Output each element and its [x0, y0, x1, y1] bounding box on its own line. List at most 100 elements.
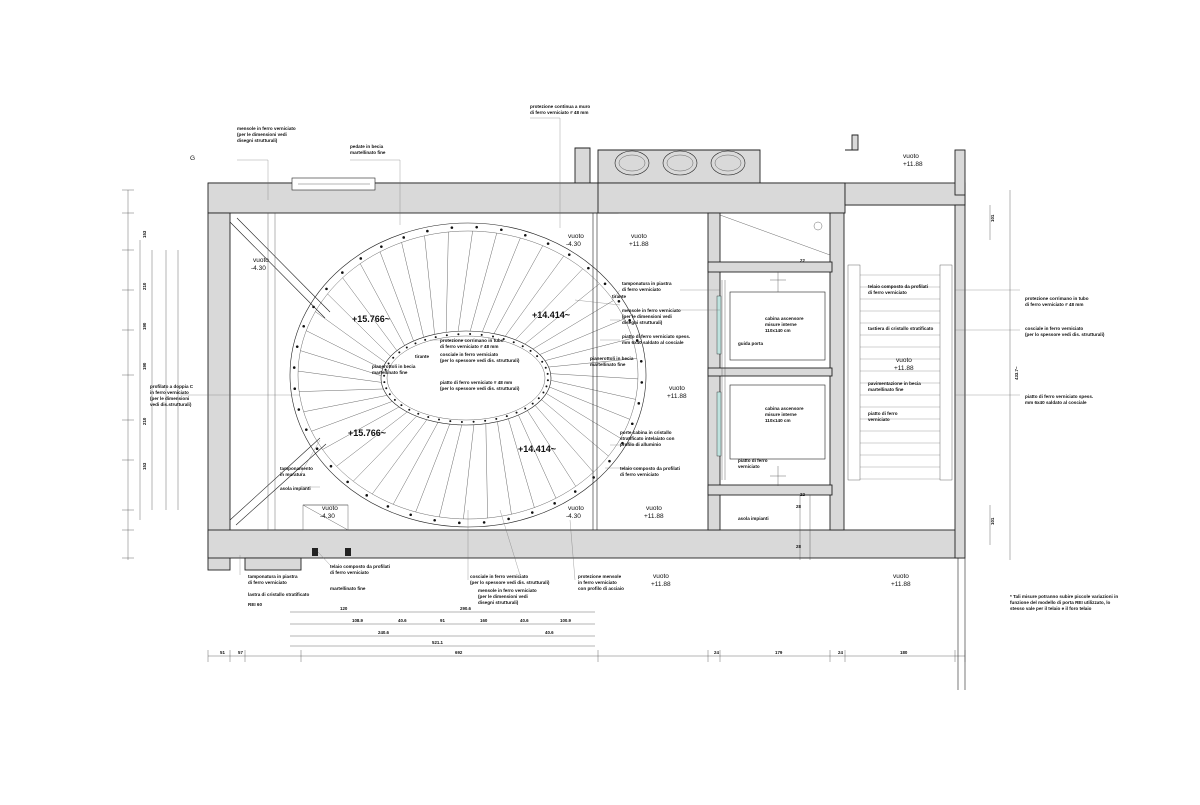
dim-right-small: 101	[990, 214, 995, 222]
stair-tread	[527, 410, 576, 487]
note-line: 110x140 cm	[765, 418, 791, 423]
railing-post	[426, 229, 429, 233]
inner-railing-post	[387, 362, 390, 365]
level-vuoto-top-stair: vuoto	[568, 233, 584, 240]
note-line: pianerottoli in becia	[372, 364, 416, 369]
note-line: (per le dimensioni	[150, 396, 189, 401]
level-vuoto-lowmid: vuoto	[646, 505, 662, 512]
dim-right-small: 101	[990, 517, 995, 525]
note-line: (per lo spessore vedi dis. strutturali)	[440, 358, 520, 363]
railing-post	[475, 225, 478, 229]
walls	[207, 134, 966, 690]
note-line: mm 6x40 saldato al cosciale	[622, 340, 684, 345]
note-line: pedate in becia	[350, 144, 384, 149]
stair-tread	[327, 293, 391, 357]
railing-post	[295, 345, 299, 348]
railing-post	[315, 447, 319, 450]
note-line: di ferro verniciato	[248, 580, 287, 585]
level-value-top-right: +11.88	[903, 161, 923, 168]
dim-bottom: 57	[238, 650, 243, 655]
note-piatto-inner: piatto di ferro verniciato # 48 mm(per l…	[440, 380, 520, 391]
note-line: martellinato fine	[330, 586, 366, 591]
note-line: piatto di ferro verniciato # 48 mm	[440, 380, 512, 385]
dim-row4: 521.1	[432, 640, 444, 645]
level-value-room: +11.88	[629, 241, 649, 248]
note-line: tirante	[612, 294, 626, 299]
railing-post	[402, 236, 406, 239]
railing-post	[365, 494, 369, 497]
lift-shaft	[716, 214, 831, 486]
railing-post	[567, 253, 571, 256]
note-bl-martellinato: martellinato fine	[330, 586, 366, 591]
dimension-lines	[122, 189, 1011, 662]
level-value-right: +11.88	[894, 365, 914, 372]
inner-railing-post	[383, 374, 386, 377]
note-b-cosciale: cosciale in ferro verniciato(per lo spes…	[470, 574, 550, 585]
railing-post	[500, 228, 503, 232]
dim-lift: 28	[796, 504, 801, 509]
stair-tread	[518, 414, 557, 499]
note-line: disegni strutturali)	[237, 138, 278, 143]
note-line: tamponatura in piastra	[248, 574, 298, 579]
level-minus-bottom-stair: -4.30	[566, 513, 581, 520]
stair-tread	[532, 300, 614, 350]
elevation-14414-bottom: +14.414~	[518, 444, 556, 454]
note-piatto-mid: piatto di ferro verniciato spess.mm 6x40…	[622, 334, 690, 345]
level-minus-top-stair: -4.30	[566, 241, 581, 248]
round-elements	[614, 150, 746, 176]
note-line: di ferro verniciato	[330, 570, 369, 575]
note-tastiera: tastiera di cristallo stratificato	[868, 326, 934, 331]
note-line: in muratura	[280, 472, 306, 477]
inner-railing-post	[529, 349, 532, 352]
stair-tread	[311, 401, 393, 432]
note-line: porte cabina in cristallo	[620, 430, 672, 435]
stair-tread	[550, 373, 638, 380]
stair-tread	[322, 406, 400, 450]
inner-railing-post	[424, 338, 427, 341]
elevation-15766-top: +15.766~	[352, 314, 390, 324]
stair-tread	[439, 424, 462, 517]
dim-row1: 290.6	[460, 606, 472, 611]
stair-tread	[463, 424, 475, 519]
note-line: disegni strutturali)	[478, 600, 519, 605]
railing-post	[546, 242, 550, 245]
note-line: misure interne	[765, 322, 797, 327]
note-line: di ferro verniciato	[868, 290, 907, 295]
note-line: REI 60	[248, 602, 262, 607]
inner-railing-post	[445, 334, 448, 337]
inner-railing-post	[531, 402, 534, 405]
dim-lift: 28	[796, 544, 801, 549]
note-line: protezione corrimano in tubo	[440, 338, 504, 343]
railing-post	[553, 502, 556, 505]
level-value-bottom-right: +11.88	[891, 581, 911, 588]
note-line: (per lo spessore vedi dis. strutturali)	[1025, 332, 1105, 337]
inner-railing-post	[400, 404, 403, 407]
dim-left: 153	[142, 230, 147, 238]
note-line: telaio composto da profilati	[620, 466, 680, 471]
note-line: tamponamento	[280, 466, 313, 471]
note-line: piatto di ferro	[868, 411, 898, 416]
dim-bottom: 180	[900, 650, 908, 655]
note-line: mensole in ferro verniciato	[478, 588, 537, 593]
dim-row3: 40.6	[545, 630, 554, 635]
inner-railing-post	[472, 420, 475, 423]
railing-post	[458, 521, 461, 525]
railing-post	[293, 387, 297, 391]
stair-tread	[482, 237, 521, 332]
inner-railing-post	[541, 360, 544, 363]
dim-row2: 108.9	[352, 618, 364, 623]
inner-railing-post	[521, 345, 524, 348]
stair-tread	[524, 283, 600, 345]
note-line: tamponatura in piastra	[622, 281, 672, 286]
dim-row2: 100.9	[560, 618, 572, 623]
level-minus-bottom-left: -4.30	[320, 513, 335, 520]
railing-post	[359, 257, 363, 260]
elliptical-stair	[289, 222, 647, 528]
dim-row2: 91	[440, 618, 445, 623]
